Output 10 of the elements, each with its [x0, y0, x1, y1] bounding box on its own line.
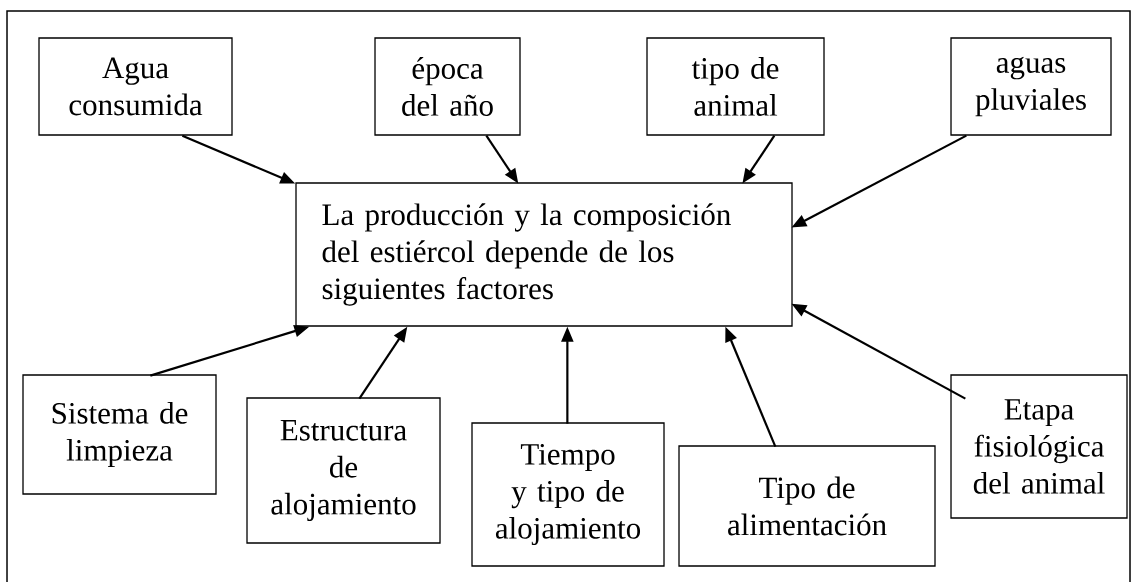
factor-box: tipo de animal: [646, 37, 825, 136]
factor-box: Tiempo y tipo de alojamiento: [471, 422, 665, 567]
factor-box: Estructura de alojamiento: [246, 397, 441, 544]
factor-box: Tipo de alimentación: [678, 445, 936, 567]
factor-box: Sistema de limpieza: [22, 374, 217, 495]
factor-box: Etapa fisiológica del animal: [950, 374, 1128, 519]
factor-box: época del año: [374, 37, 521, 136]
factor-box: aguas pluviales: [950, 37, 1112, 136]
factor-box: Agua consumida: [38, 37, 233, 136]
main-box: La producción y la composición del estiércol depende de los siguientes factores: [295, 182, 793, 327]
